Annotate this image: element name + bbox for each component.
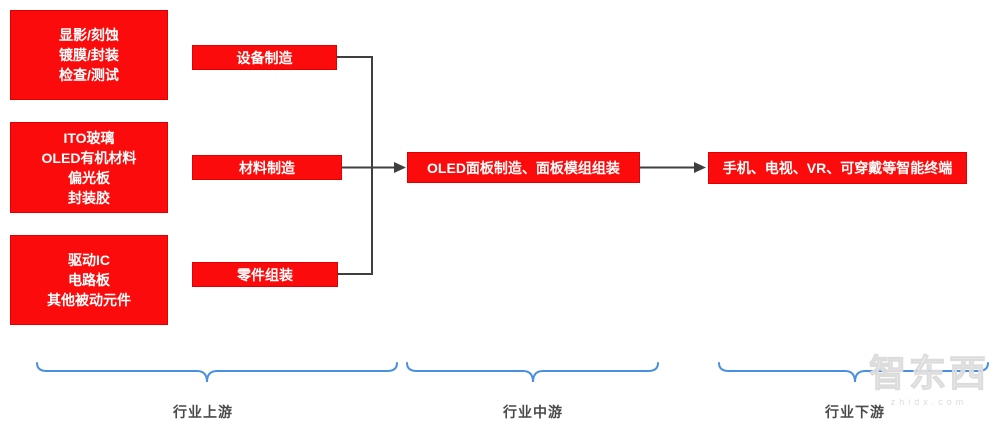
connector-equipment-spine-parts xyxy=(337,56,373,275)
upstream-materials-box: ITO玻璃 OLED有机材料 偏光板 封装胶 xyxy=(10,122,168,213)
upstream-components-box: 驱动IC 电路板 其他被动元件 xyxy=(10,235,168,325)
category-box-equipment-label: 设备制造 xyxy=(236,49,293,66)
section-label-downstream: 行业下游 xyxy=(825,404,885,420)
brace-upstream xyxy=(36,362,398,383)
category-box-parts-label: 零件组装 xyxy=(237,266,293,283)
category-box-parts: 零件组装 xyxy=(192,262,338,287)
upstream-components-line: 电路板 xyxy=(68,272,110,288)
upstream-materials-line: 偏光板 xyxy=(68,169,110,186)
arrowhead-to-midstream xyxy=(394,162,406,173)
downstream-box: 手机、电视、VR、可穿戴等智能终端 xyxy=(708,152,967,184)
category-box-equipment: 设备制造 xyxy=(192,45,337,70)
upstream-components-line: 其他被动元件 xyxy=(47,292,131,308)
category-box-materials-label: 材料制造 xyxy=(239,159,295,176)
downstream-box-label: 手机、电视、VR、可穿戴等智能终端 xyxy=(722,160,953,176)
upstream-process-box: 显影/刻蚀 镀膜/封装 检查/测试 xyxy=(10,10,168,100)
brace-midstream xyxy=(406,362,659,383)
upstream-process-line: 镀膜/封装 xyxy=(59,47,119,63)
category-box-materials: 材料制造 xyxy=(192,155,342,180)
section-label-midstream: 行业中游 xyxy=(503,404,563,420)
upstream-process-line: 显影/刻蚀 xyxy=(59,27,119,43)
upstream-materials-line: OLED有机材料 xyxy=(41,149,137,166)
brace-downstream xyxy=(718,362,989,383)
arrowhead-to-downstream xyxy=(694,162,706,173)
section-label-upstream: 行业上游 xyxy=(173,404,233,420)
midstream-box: OLED面板制造、面板模组组装 xyxy=(407,152,640,183)
upstream-materials-line: 封装胶 xyxy=(68,189,110,206)
upstream-materials-line: ITO玻璃 xyxy=(63,129,115,146)
midstream-box-label: OLED面板制造、面板模组组装 xyxy=(427,159,620,176)
upstream-process-line: 检查/测试 xyxy=(59,67,119,83)
upstream-components-line: 驱动IC xyxy=(68,252,110,268)
